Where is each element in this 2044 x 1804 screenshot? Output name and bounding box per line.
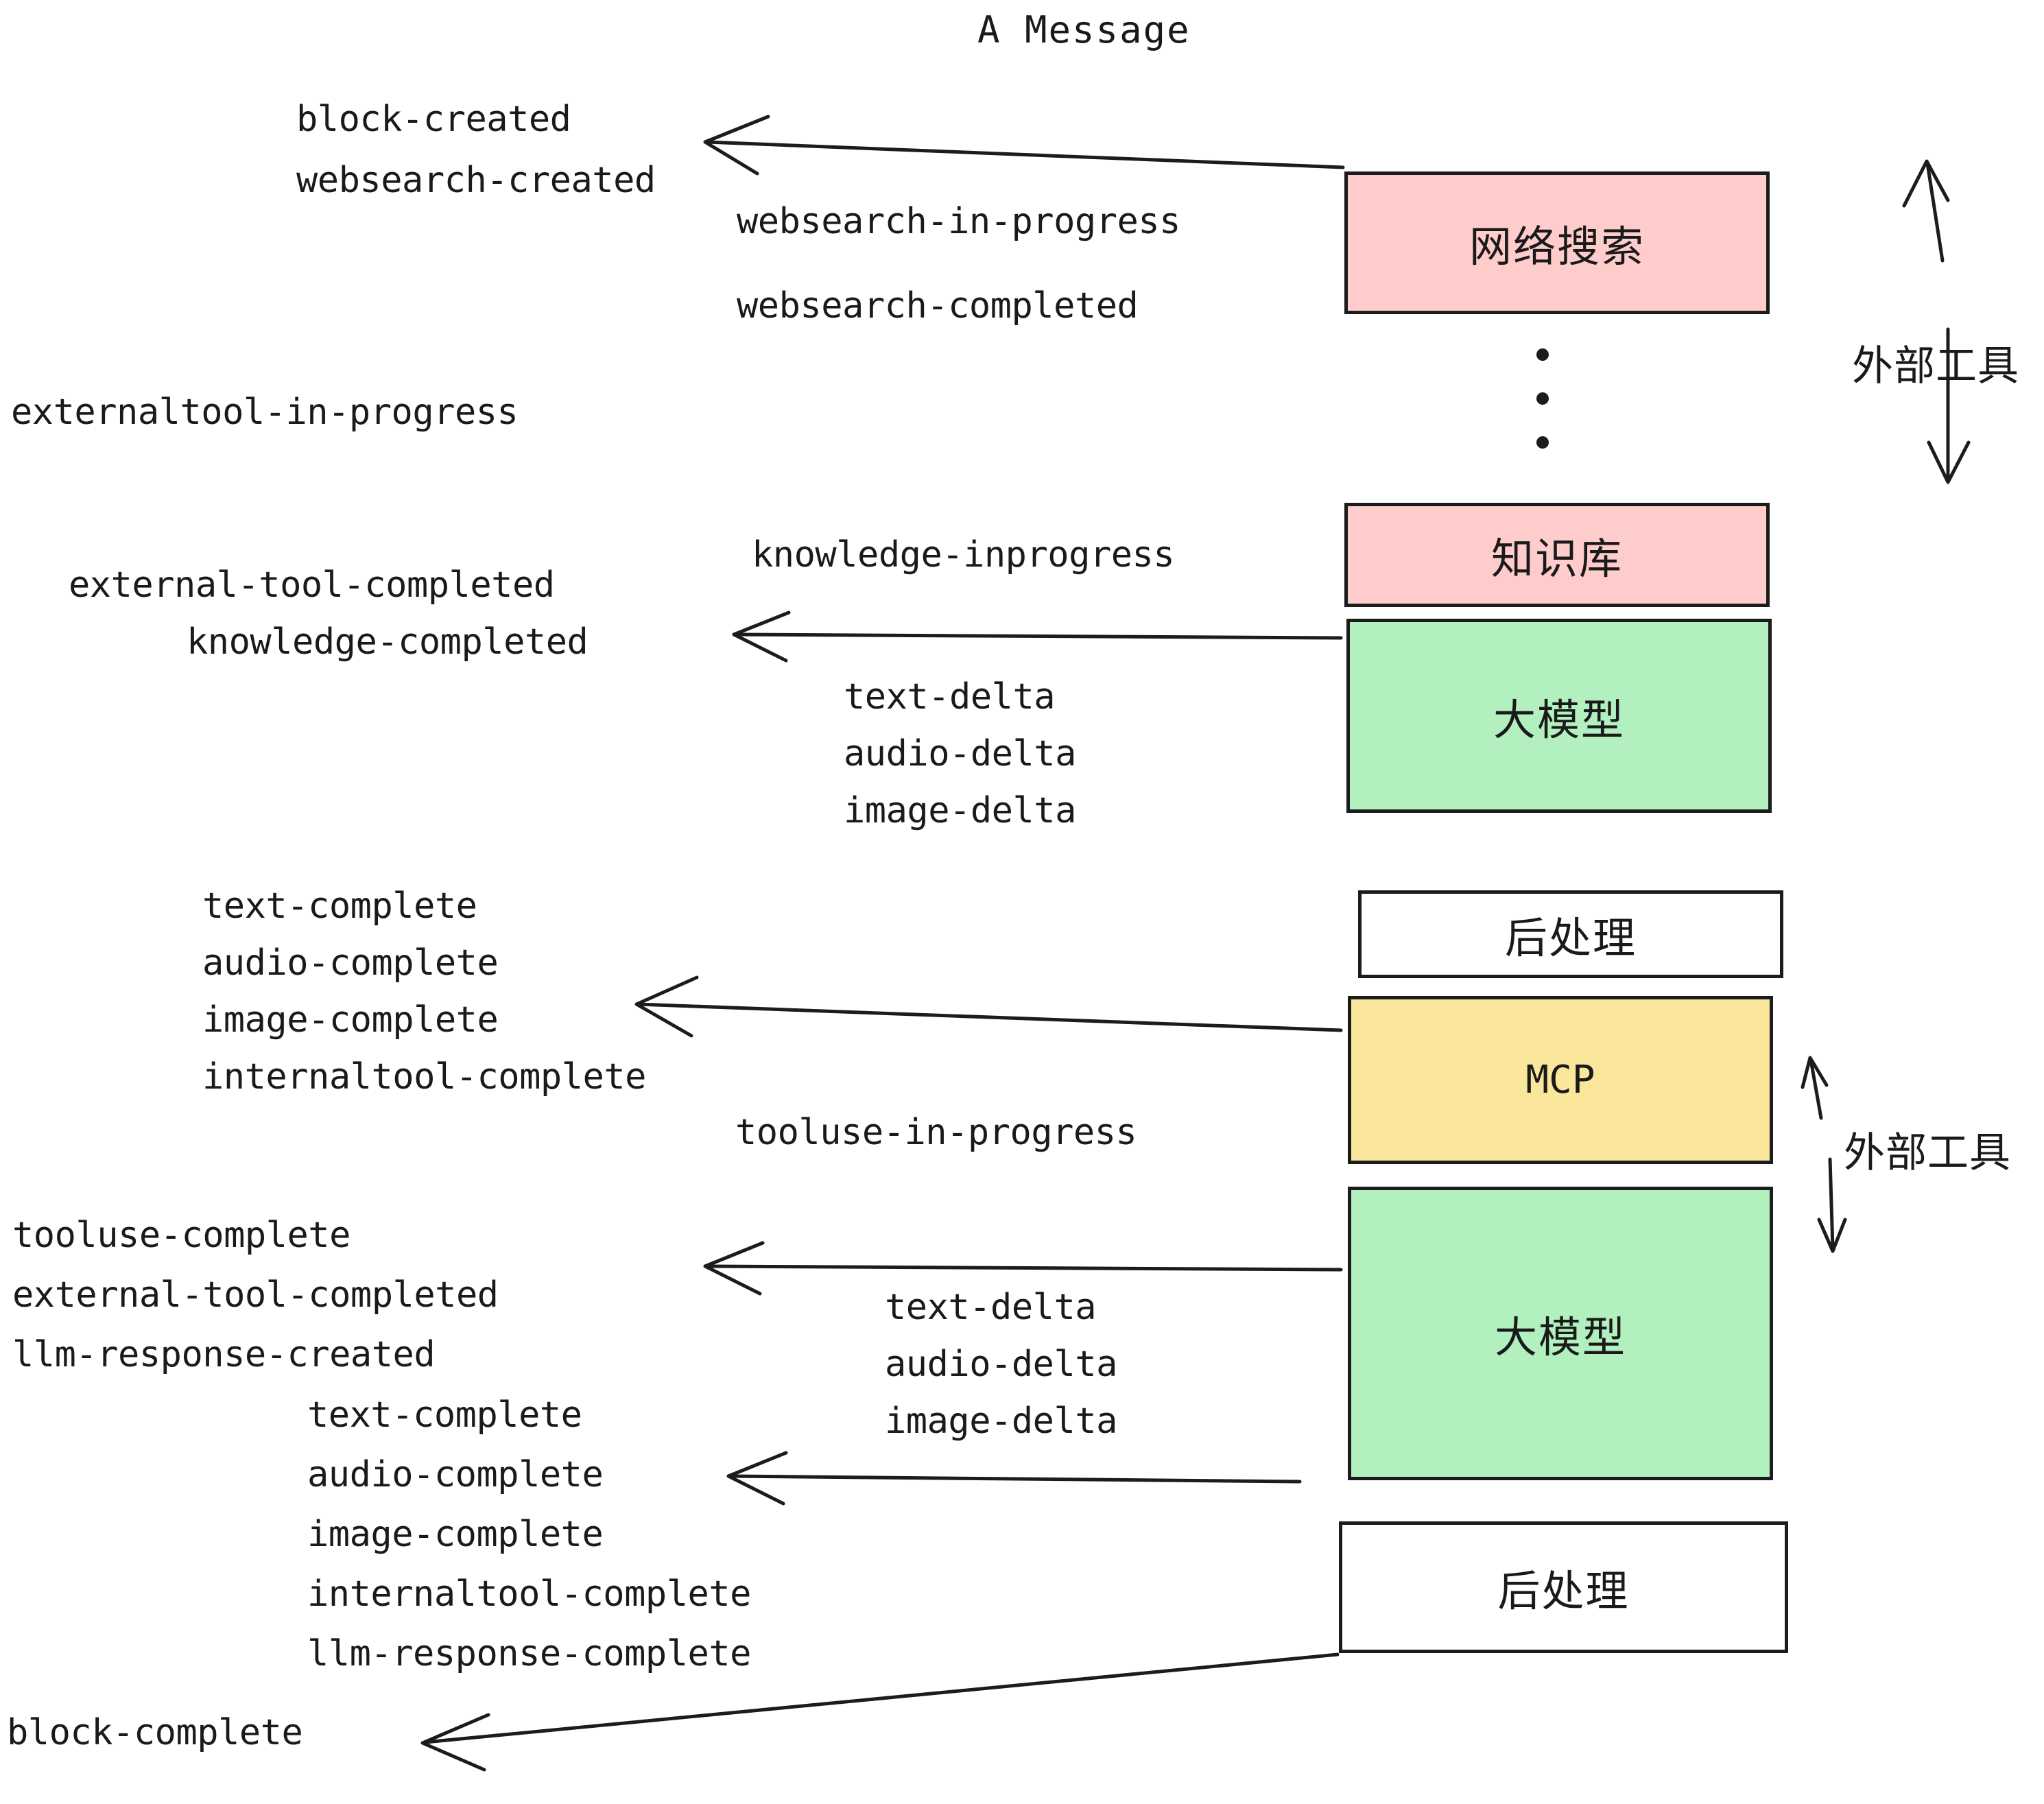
annotation-external-tool-2: 外部工具 [1844, 1129, 2011, 1177]
event-text-delta-2: text-delta [885, 1287, 1097, 1328]
event-websearch-in-progress: websearch-in-progress [737, 201, 1180, 242]
annotation-external-tool-1: 外部工具 [1852, 342, 2019, 390]
arrow-mcp-to-tooluse-complete [703, 1241, 1343, 1296]
event-internaltool-complete-2: internaltool-complete [307, 1574, 751, 1615]
event-image-complete-1: image-complete [202, 999, 499, 1041]
node-knowledge-base: 知识库 [1344, 503, 1770, 607]
node-postprocess-1-label: 后处理 [1504, 913, 1637, 963]
external-tool-arrow-up-2 [1801, 1056, 1829, 1120]
node-llm-1: 大模型 [1346, 619, 1772, 813]
event-websearch-created: websearch-created [296, 160, 656, 201]
arrow-llm2-to-audio-complete [726, 1451, 1302, 1506]
event-llm-response-created: llm-response-created [12, 1334, 436, 1375]
event-image-delta-1: image-delta [844, 790, 1076, 831]
node-websearch: 网络搜索 [1344, 171, 1770, 314]
event-audio-delta-1: audio-delta [844, 733, 1076, 774]
ellipsis-dot-1 [1536, 348, 1549, 361]
event-text-complete-1: text-complete [202, 886, 477, 927]
event-websearch-completed: websearch-completed [737, 285, 1139, 327]
node-websearch-label: 网络搜索 [1469, 222, 1645, 272]
node-llm-1-label: 大模型 [1493, 694, 1625, 745]
event-block-complete: block-complete [7, 1712, 303, 1753]
node-llm-2: 大模型 [1348, 1187, 1773, 1480]
diagram-title: A Message [977, 8, 1191, 51]
node-mcp: MCP [1348, 996, 1773, 1164]
event-image-complete-2: image-complete [307, 1514, 604, 1555]
arrow-postprocess1-to-image-complete [634, 975, 1343, 1038]
external-tool-arrow-up-1 [1902, 159, 1950, 263]
event-external-tool-completed-2: external-tool-completed [12, 1274, 499, 1316]
event-tooluse-complete: tooluse-complete [12, 1215, 350, 1256]
ellipsis-dot-3 [1536, 436, 1549, 449]
event-audio-complete-2: audio-complete [307, 1454, 604, 1495]
arrow-websearch-to-block-created [703, 115, 1345, 176]
event-text-delta-1: text-delta [844, 676, 1056, 717]
event-external-tool-completed-1: external-tool-completed [69, 565, 555, 606]
event-image-delta-2: image-delta [885, 1401, 1117, 1442]
event-internaltool-complete-1: internaltool-complete [202, 1056, 646, 1097]
event-knowledge-inprogress: knowledge-inprogress [752, 534, 1175, 575]
ellipsis-dot-2 [1536, 392, 1549, 405]
node-knowledge-base-label: 知识库 [1490, 534, 1623, 584]
event-tooluse-in-progress: tooluse-in-progress [735, 1112, 1137, 1153]
event-llm-response-complete: llm-response-complete [307, 1633, 751, 1674]
node-postprocess-2: 后处理 [1339, 1521, 1788, 1653]
event-audio-complete-1: audio-complete [202, 942, 499, 984]
node-llm-2-label: 大模型 [1494, 1312, 1626, 1362]
event-audio-delta-2: audio-delta [885, 1344, 1117, 1385]
event-block-created: block-created [296, 99, 571, 140]
event-externaltool-in-progress: externaltool-in-progress [11, 392, 519, 433]
arrow-knowledge-to-knowledge-completed [732, 610, 1343, 663]
node-mcp-label: MCP [1525, 1058, 1595, 1102]
node-postprocess-2-label: 后处理 [1497, 1566, 1630, 1616]
event-knowledge-completed: knowledge-completed [187, 621, 589, 663]
node-postprocess-1: 后处理 [1358, 890, 1783, 978]
external-tool-arrow-down-2 [1817, 1157, 1847, 1253]
event-text-complete-2: text-complete [307, 1394, 582, 1436]
